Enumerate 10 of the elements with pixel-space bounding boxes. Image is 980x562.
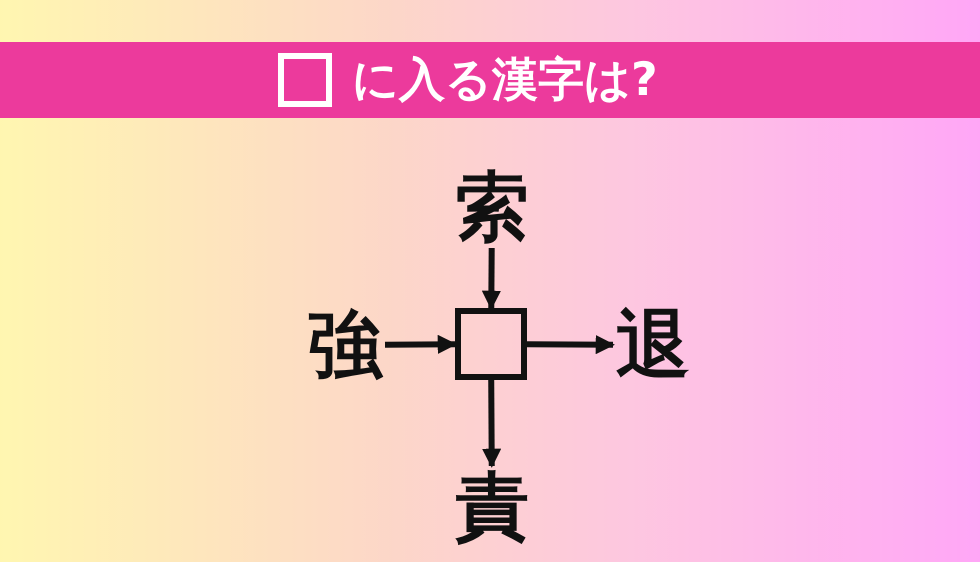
arrow (482, 380, 502, 468)
blank-box (455, 308, 527, 380)
kanji-character: 強 (305, 304, 385, 386)
title: に入る漢字は? (352, 51, 658, 108)
kanji-character: 退 (613, 304, 693, 386)
kanji-character: 責 (452, 466, 532, 548)
arrow (526, 335, 615, 354)
kanji-character: 索 (452, 166, 532, 248)
arrow (482, 248, 501, 310)
arrow (384, 334, 457, 354)
